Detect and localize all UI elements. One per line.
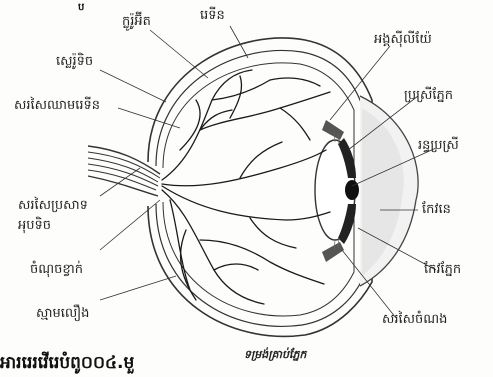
pupil-shape [345, 180, 359, 200]
label-blind-spot: ចំណុចខ្វាក់ [30, 262, 83, 278]
label-choroid: ក្លូរ៉ូអ៊ីត [122, 14, 151, 30]
diagram-caption: ទម្រង់គ្រាប់ភ្នែក [244, 348, 306, 364]
label-pupil: រន្ធប្រស្រី [418, 138, 459, 154]
label-suspensory-ligaments: សរសៃចំណង [382, 312, 447, 328]
label-retinal-blood-vessels: សរសៃឈាមរេទីន [14, 98, 100, 114]
label-retina: រេទីន [200, 8, 225, 24]
label-optic-nerve: សរសៃប្រសាទ អុបទិច [18, 196, 108, 236]
label-lens: កែវភ្នែក [424, 262, 461, 278]
label-vitreous-humor: ស្មាមលឿង [36, 306, 89, 322]
retinal-vessels [162, 70, 330, 304]
label-iris: ប្រស្រីភ្នែក [404, 88, 453, 104]
optic-nerve-shape [88, 146, 160, 196]
label-cornea: កែវនេ [422, 202, 451, 218]
bottom-text: អាររេរ​វើរេបំពូ០០៤.មួ [0, 352, 134, 377]
label-ciliary-body: អង្គស៊ីលីយ៉ែ [374, 32, 432, 48]
label-sclera: ស្លេរ៉ូទិច [56, 54, 93, 70]
corner-mark: ប [78, 0, 84, 15]
